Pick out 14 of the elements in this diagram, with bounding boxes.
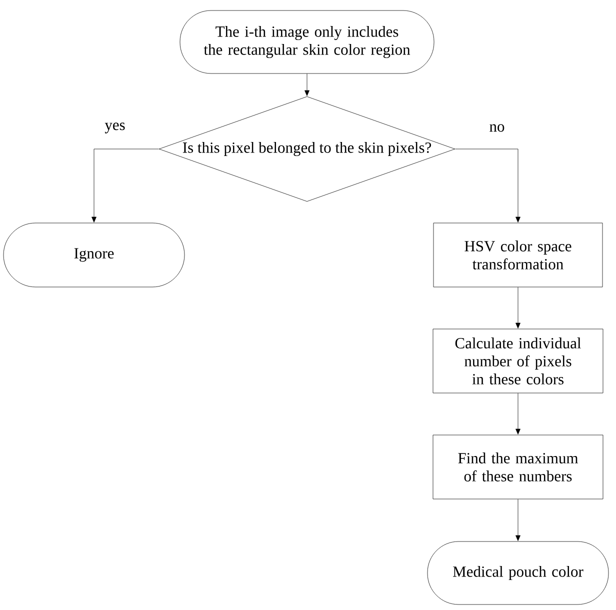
arrow [516,393,520,434]
edge-label: no [488,123,506,133]
start-terminal: The i-th image only includes the rectangular skin color region [180,10,434,74]
end-terminal: Medical pouch color [427,541,609,605]
arrow [516,499,520,541]
edge-label: yes [104,122,126,134]
arrow [516,287,520,328]
arrow [455,148,520,222]
end-terminal: Ignore [3,222,185,288]
process-box: Calculate individual number of pixels in these colors [432,328,604,394]
process-box: Find the maximum of these numbers [432,434,604,500]
arrow [92,148,159,222]
process-box: HSV color space transformation [433,222,603,288]
arrow [304,74,310,96]
